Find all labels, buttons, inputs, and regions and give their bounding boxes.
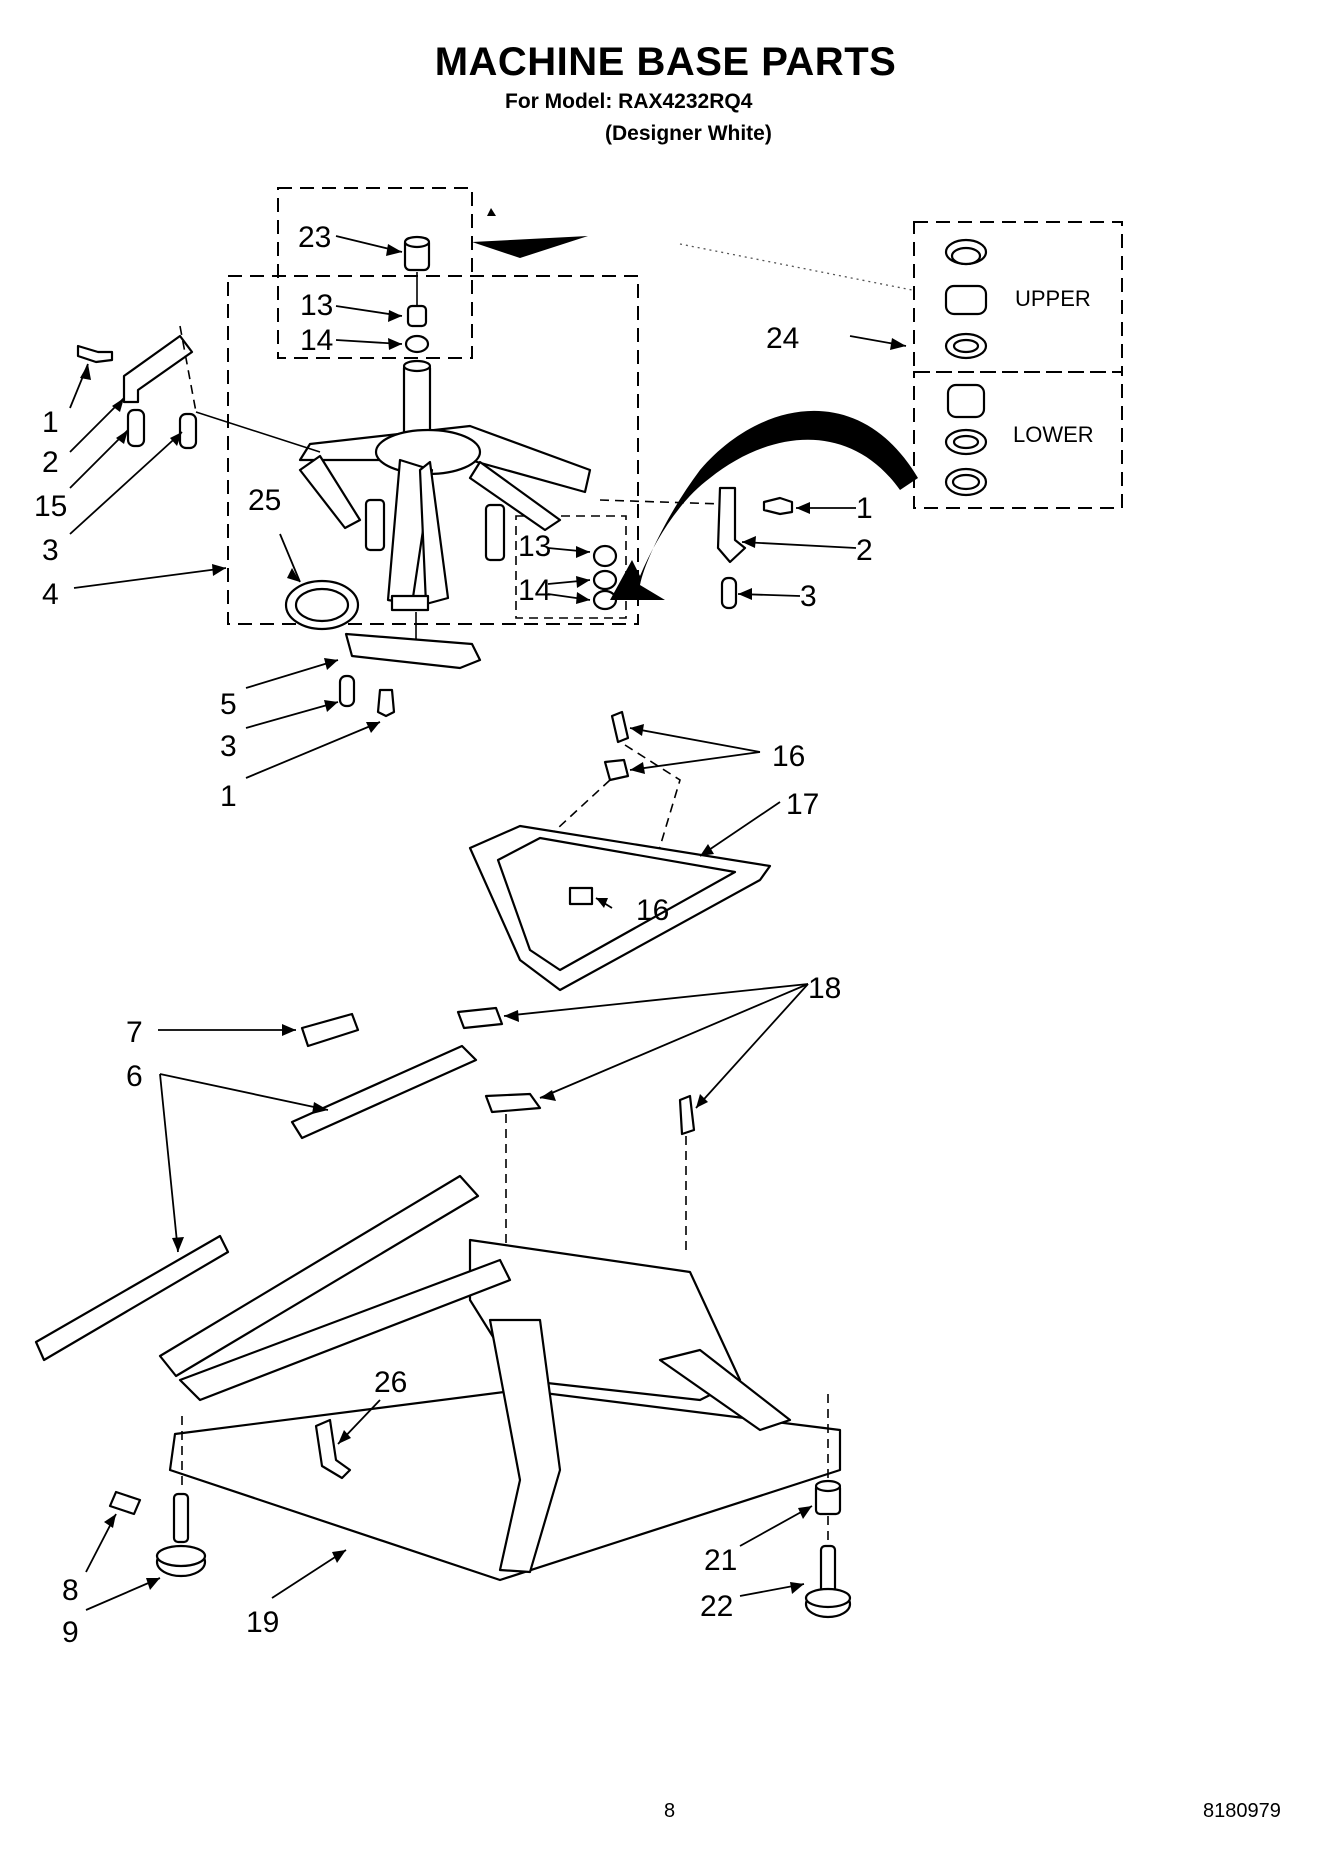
dotted-leader-24	[679, 243, 913, 291]
callout-3: 3	[42, 534, 59, 567]
callout-7: 7	[126, 1016, 143, 1049]
part-2-bracket-left	[122, 334, 194, 404]
callout-26: 26	[374, 1366, 407, 1399]
callout-13: 13	[300, 289, 333, 322]
part-4-suspension-assembly	[298, 359, 592, 612]
part-22-leveling-leg	[804, 1544, 852, 1619]
kit-lower-parts	[944, 383, 988, 497]
callout-15: 15	[34, 490, 67, 523]
part-23-bushing	[403, 235, 431, 272]
part-2-bracket-right	[716, 486, 747, 564]
curved-arrow-to-kit	[610, 410, 918, 600]
callout-labels: 23 13 14 1 2 15 3 4 25 13 14 1 2 3 5 3 1…	[34, 221, 1094, 1649]
kit-label-upper: UPPER	[1015, 286, 1091, 311]
part-16-clip-top	[610, 710, 630, 744]
callout-1-right: 1	[856, 492, 873, 525]
callout-3-bottom: 3	[220, 730, 237, 763]
callout-14-lower: 14	[518, 574, 551, 607]
kit-box-23-13-14	[277, 187, 473, 359]
document-number: 8180979	[1203, 1800, 1281, 1822]
part-19-machine-base	[158, 1174, 842, 1582]
callout-5: 5	[220, 688, 237, 721]
callout-3-right: 3	[800, 580, 817, 613]
part-7-spring	[300, 1012, 360, 1048]
part-3-spring-left	[178, 412, 198, 450]
part-21-leg-nut	[814, 1479, 842, 1516]
callout-16-plate: 16	[636, 894, 669, 927]
part-1-screw-right	[762, 496, 794, 516]
kit-upper-parts	[944, 238, 988, 360]
part-9-leveling-leg	[155, 1492, 207, 1578]
callout-17: 17	[786, 788, 819, 821]
direction-arrow-small	[487, 208, 496, 216]
part-16-clip-mid	[603, 758, 630, 782]
part-6-strap-upper	[290, 1044, 478, 1140]
callout-1: 1	[42, 406, 59, 439]
part-18-clip-right	[678, 1094, 696, 1136]
callout-19: 19	[246, 1606, 279, 1639]
part-17-base-plate	[468, 824, 772, 992]
callout-9: 9	[62, 1616, 79, 1649]
part-8-sleeve	[108, 1490, 142, 1516]
part-14-washer	[404, 334, 430, 354]
callout-2-right: 2	[856, 534, 873, 567]
callout-14: 14	[300, 324, 333, 357]
callout-25: 25	[248, 484, 281, 517]
part-13-bushing	[406, 304, 428, 328]
callout-2: 2	[42, 446, 59, 479]
leader-lines	[69, 235, 907, 1611]
part-13-bushing-lower	[592, 544, 618, 568]
part-6-strap-lower	[34, 1234, 230, 1362]
part-3-spring-right	[720, 576, 738, 610]
direction-arrow-large	[472, 236, 588, 258]
part-1-screw-bottom	[376, 688, 396, 718]
callout-1-bottom: 1	[220, 780, 237, 813]
part-18-clip-top	[456, 1006, 504, 1030]
part-3-spring-bottom	[338, 674, 356, 708]
callout-13-lower: 13	[518, 530, 551, 563]
model-line: For Model: RAX4232RQ4	[505, 90, 753, 113]
page-title: MACHINE BASE PARTS	[434, 40, 897, 84]
page-number: 8	[664, 1800, 676, 1822]
kit-label-lower: LOWER	[1013, 422, 1094, 447]
callout-21: 21	[704, 1544, 737, 1577]
callout-18: 18	[808, 972, 841, 1005]
part-25-ring	[284, 579, 360, 631]
part-16-clip-plate	[568, 886, 594, 906]
callout-22: 22	[700, 1590, 733, 1623]
part-26-clip	[314, 1418, 352, 1480]
suspension-assembly-box	[227, 275, 639, 625]
callout-16: 16	[772, 740, 805, 773]
leader-arrowheads	[80, 244, 906, 1594]
callout-6: 6	[126, 1060, 143, 1093]
variant-line: (Designer White)	[605, 122, 772, 145]
part-1-screw-left	[76, 344, 114, 364]
callout-24: 24	[766, 322, 799, 355]
callout-23: 23	[298, 221, 331, 254]
part-18-clip-mid	[484, 1092, 542, 1114]
part-15-spring-left	[126, 408, 146, 448]
part-5-bracket	[344, 632, 482, 670]
callout-8: 8	[62, 1574, 79, 1607]
part-14-washer-lower	[592, 569, 618, 611]
callout-4: 4	[42, 578, 59, 611]
kit-box-upper	[913, 221, 1123, 373]
kit-box-lower	[913, 371, 1123, 509]
